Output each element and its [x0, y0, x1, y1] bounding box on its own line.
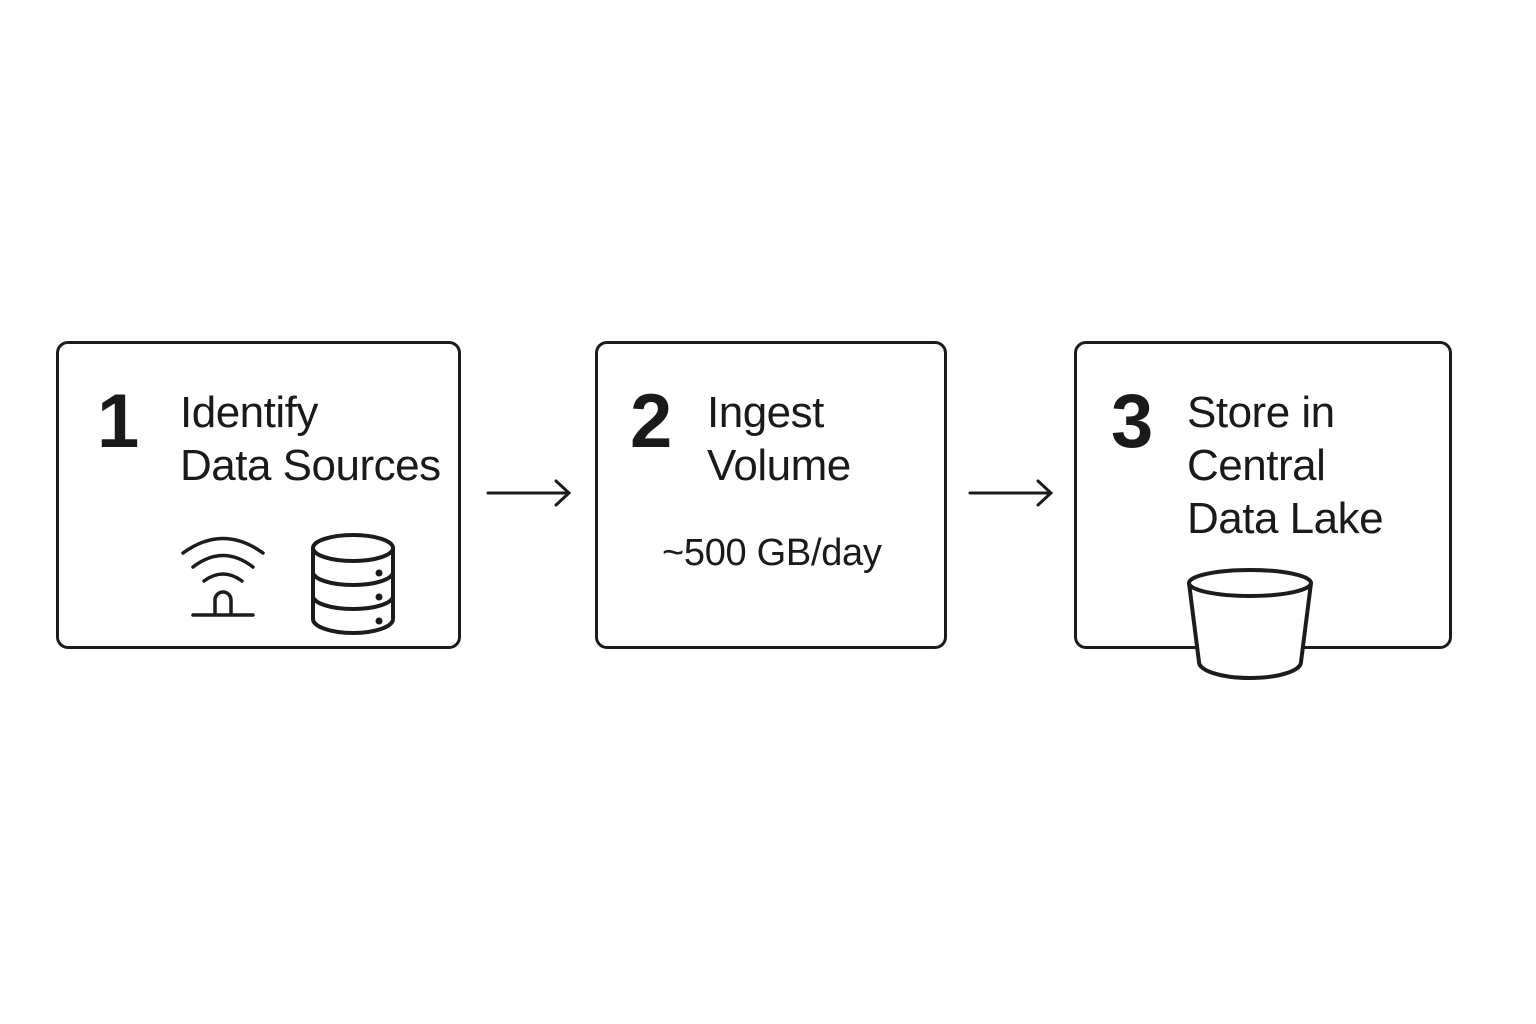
arrow-right-icon: [486, 479, 572, 507]
step-title-line: Identify: [180, 388, 318, 437]
step-title: Store in Central Data Lake: [1187, 386, 1384, 545]
data-lake-bucket-icon: [1187, 568, 1313, 680]
step-3-box: 3 Store in Central Data Lake: [1074, 341, 1452, 649]
step-title: Ingest Volume: [707, 386, 851, 492]
step-number: 2: [630, 379, 672, 464]
step-number: 3: [1111, 379, 1153, 464]
arrow-right-icon: [968, 479, 1054, 507]
database-server-icon: [311, 533, 395, 635]
step-title-line: Data Lake: [1187, 494, 1384, 543]
step-title-line: Volume: [707, 441, 851, 490]
step-title-line: Store in: [1187, 388, 1335, 437]
step-title-line: Ingest: [707, 388, 824, 437]
step-title-line: Central: [1187, 441, 1326, 490]
step-title-line: Data Sources: [180, 441, 441, 490]
step-2-box: 2 Ingest Volume ~500 GB/day: [595, 341, 947, 649]
step-number: 1: [97, 379, 139, 464]
signal-antenna-icon: [181, 536, 265, 617]
ingest-volume-value: ~500 GB/day: [662, 532, 882, 574]
step-1-box: 1 Identify Data Sources: [56, 341, 461, 649]
step-title: Identify Data Sources: [180, 386, 441, 492]
